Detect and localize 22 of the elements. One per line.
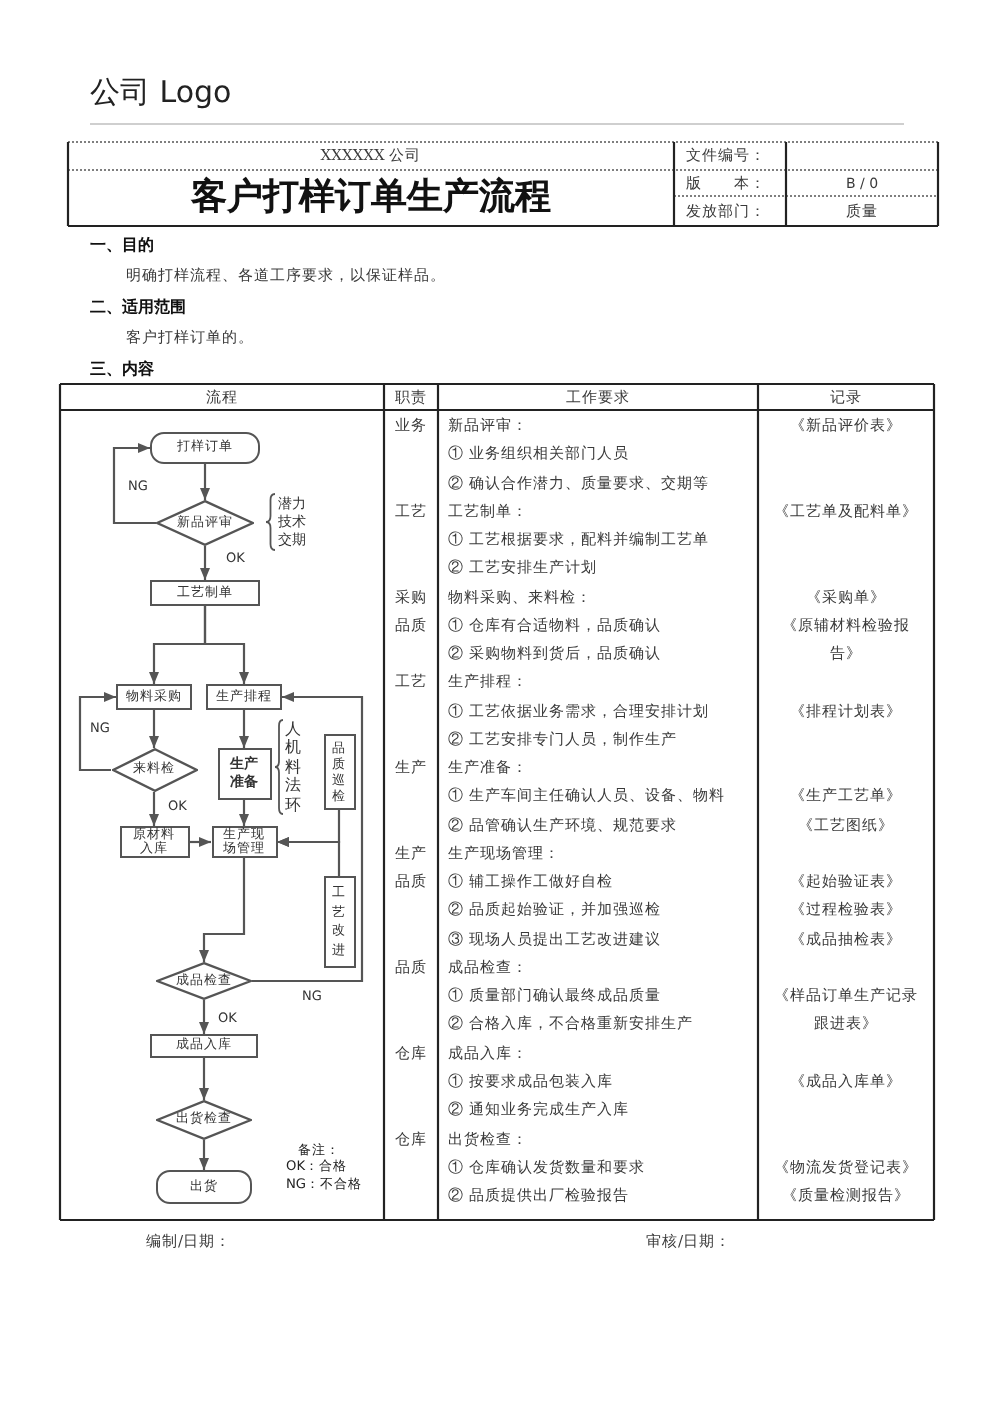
connector-arrow	[277, 837, 341, 876]
connector-arrow	[239, 710, 249, 748]
section-heading: 一、目的	[90, 233, 154, 255]
connector-arrow	[199, 858, 246, 962]
connector-arrow	[239, 800, 249, 826]
connector-arrow	[149, 710, 159, 748]
connector-arrow	[203, 605, 249, 684]
connector-arrow	[78, 692, 116, 772]
connector-arrow	[252, 692, 364, 983]
side-note: 人机料法环	[285, 720, 303, 815]
connector-arrow	[199, 1140, 209, 1170]
connector-arrow	[200, 464, 210, 500]
connector-arrow	[149, 792, 159, 826]
section-heading: 二、适用范围	[90, 295, 186, 317]
connector-arrow	[199, 1058, 209, 1100]
letterhead-text: 公司 Logo	[90, 72, 232, 112]
doc-title: 客户打样订单生产流程	[191, 176, 551, 220]
connector-arrow	[189, 837, 211, 847]
connector-arrow	[112, 443, 156, 525]
connector-arrow	[199, 1000, 209, 1034]
connector-arrow	[200, 546, 210, 580]
section-heading: 三、内容	[90, 357, 154, 379]
